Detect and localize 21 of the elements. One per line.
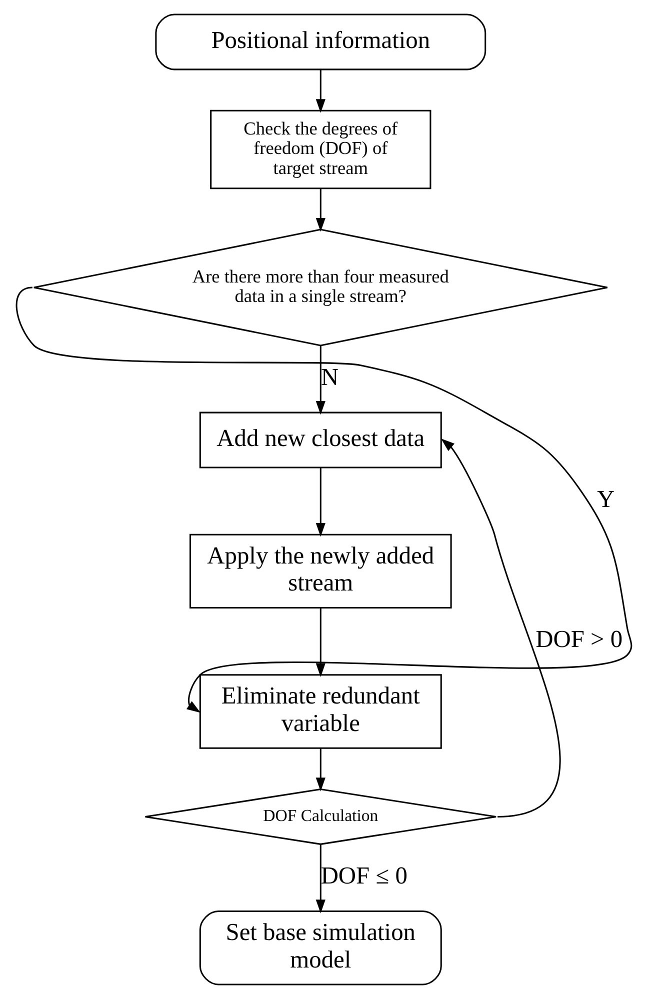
node-box: Check the degrees of freedom (DOF) of target stream [210,110,431,190]
edge-label: Y [596,486,614,513]
arrow [315,468,325,537]
arrow [315,608,325,678]
edge-label: DOF ≤ 0 [320,862,407,890]
node-box: Apply the newly added stream [188,534,452,609]
node-box: Eliminate redundant variable [198,674,442,749]
edge-label: N [320,364,338,391]
node-box: Positional information [154,14,486,70]
arrow [440,438,560,818]
node-diamond: DOF Calculation [144,788,496,845]
node-box: Add new closest data [198,412,442,468]
arrow [315,188,325,232]
arrow [315,70,325,113]
arrow [315,748,325,792]
edge-label: DOF > 0 [535,626,622,654]
arrow [315,844,325,914]
arrow [15,286,632,713]
arrow [315,346,325,415]
node-diamond: Are there more than four measured data in a single stream? [32,228,608,346]
node-box: Set base simulation model [198,910,442,986]
